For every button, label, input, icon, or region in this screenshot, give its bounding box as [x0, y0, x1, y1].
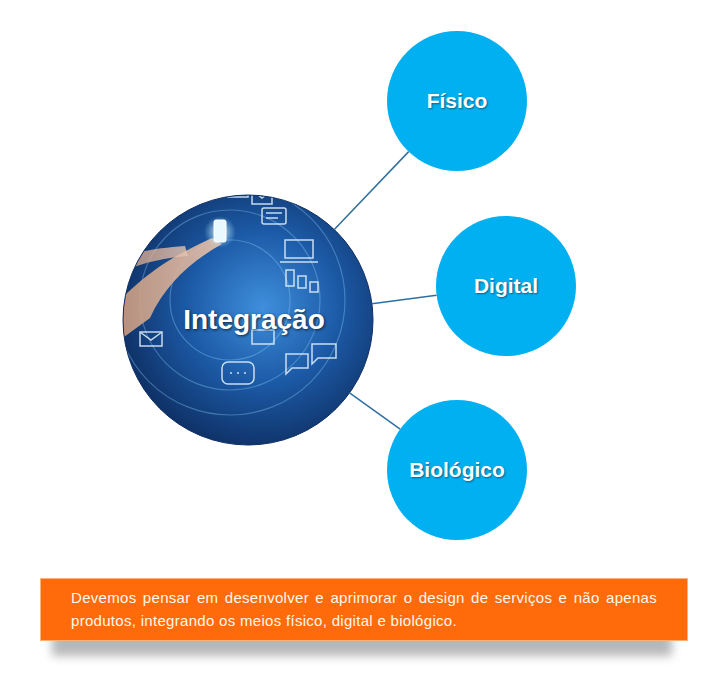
connector-line [350, 393, 401, 429]
circle-fill [436, 216, 576, 356]
circle-label: Digital [474, 273, 538, 298]
circle-label: Físico [427, 88, 488, 113]
digital-circle: Digital [436, 216, 576, 356]
circle-label: Biológico [409, 457, 505, 482]
circle-label: Integração [183, 303, 325, 337]
integration-rim [123, 195, 373, 445]
physical-circle: Físico [387, 31, 527, 171]
connector-line [372, 295, 437, 304]
connector-line [334, 152, 408, 230]
circle-fill [387, 400, 527, 540]
circle-fill [387, 31, 527, 171]
biological-circle: Biológico [387, 400, 527, 540]
message-banner: Devemos pensar em desenvolver e aprimora… [40, 578, 688, 641]
integration-circle: Integração [123, 195, 373, 445]
banner-text: Devemos pensar em desenvolver e aprimora… [71, 587, 657, 632]
